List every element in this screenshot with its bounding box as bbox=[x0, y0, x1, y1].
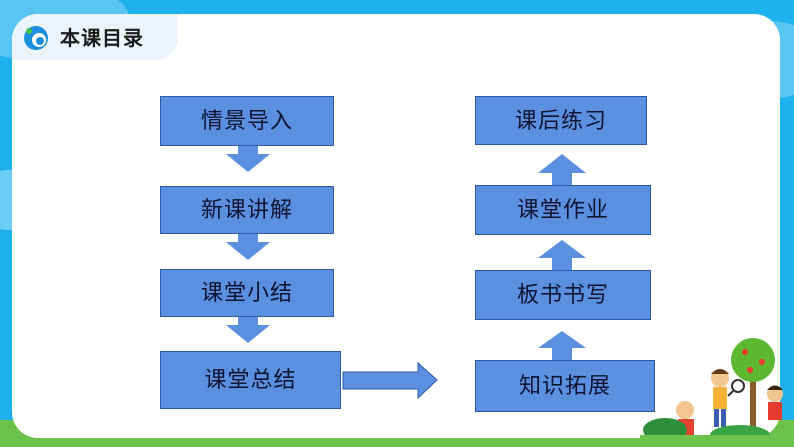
flow-box-scenario-intro: 情景导入 bbox=[160, 96, 334, 146]
children-playing-illustration bbox=[640, 338, 794, 447]
flow-box-class-conclusion: 课堂总结 bbox=[160, 351, 341, 409]
flow-box-knowledge-extension: 知识拓展 bbox=[475, 360, 655, 412]
flow-box-board-writing: 板书书写 bbox=[475, 270, 651, 320]
flow-box-class-summary: 课堂小结 bbox=[160, 269, 334, 317]
flow-box-after-class-practice: 课后练习 bbox=[475, 96, 647, 145]
flow-box-new-lesson: 新课讲解 bbox=[160, 186, 334, 234]
app-logo-icon bbox=[24, 26, 48, 50]
page-title: 本课目录 bbox=[60, 26, 144, 50]
flow-box-class-homework: 课堂作业 bbox=[475, 185, 651, 235]
